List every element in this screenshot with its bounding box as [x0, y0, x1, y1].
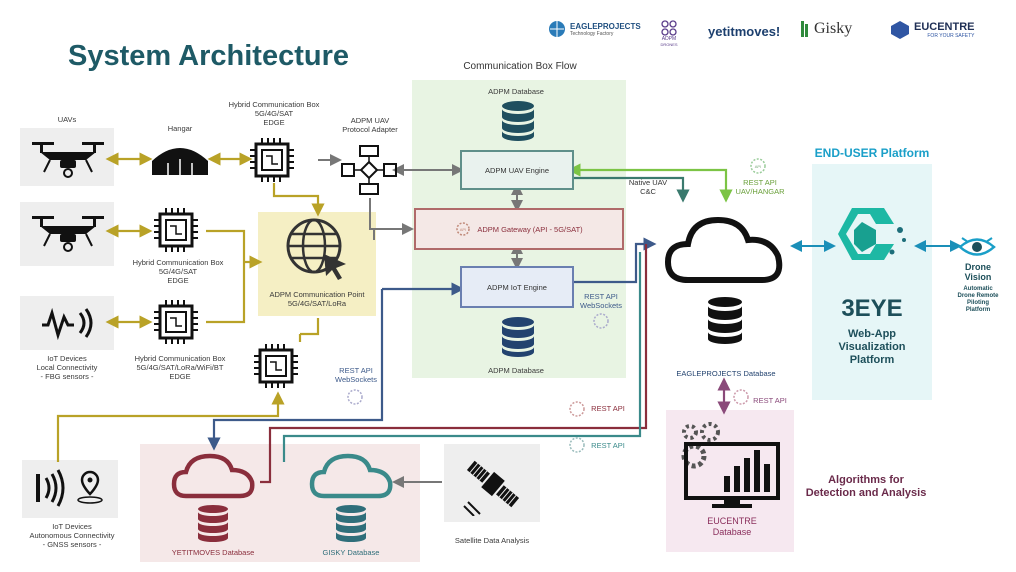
yetitmoves-logo: yetitmoves!	[708, 24, 781, 39]
api-gear-icon	[733, 389, 749, 405]
page-title: System Architecture	[68, 40, 349, 72]
satellite-label: Satellite Data Analysis	[454, 536, 530, 545]
uavs-label: UAVs	[57, 115, 77, 124]
drone-icon	[32, 142, 104, 178]
gisky-logo-icon	[801, 21, 808, 37]
iot-auto-label: IoT Devices Autonomous Connectivity - GN…	[29, 522, 115, 549]
globe-cursor-icon	[286, 218, 346, 280]
gateway-label: ADPM Gateway (API - 5G/SAT)	[477, 224, 583, 234]
gnss-sensor-icon	[36, 469, 103, 507]
cloud-icon	[664, 216, 783, 283]
iot-engine-box: ADPM IoT Engine	[460, 266, 574, 308]
rest-api-teal-label: REST API	[591, 441, 625, 450]
eucentre-logo-icon	[891, 21, 909, 39]
database-icon	[198, 505, 228, 542]
database-icon	[708, 297, 742, 344]
yetitmoves-db-label: YETITMOVES Database	[171, 548, 255, 557]
drone-vision-label: Drone Vision	[964, 262, 992, 282]
comm-point-label: ADPM Communication Point 5G/4G/SAT/LoRa	[269, 290, 365, 308]
hybrid-bottom-label: Hybrid Communication Box 5G/4G/SAT/LoRa/…	[134, 354, 226, 381]
eucentre-db-label: EUCENTRE Database	[707, 516, 757, 537]
flowchart-icon	[341, 145, 397, 195]
api-gear-icon	[569, 437, 585, 453]
svg-text:API: API	[460, 227, 466, 232]
gisky-logo: Gisky	[800, 20, 852, 38]
chip-icon	[154, 208, 198, 252]
database-icon	[502, 101, 534, 141]
commbox-title: Communication Box Flow	[463, 61, 577, 72]
hybrid-top-label: Hybrid Communication Box 5G/4G/SAT EDGE	[228, 100, 320, 127]
rest-api-maroon-label: REST API	[591, 404, 625, 413]
hybrid-mid-label: Hybrid Communication Box 5G/4G/SAT EDGE	[132, 258, 224, 285]
globe-logo-icon	[549, 21, 565, 37]
eucentre-logo: EUCENTRE FOR YOUR SAFETY	[890, 20, 975, 40]
sensor-wave-icon	[42, 307, 93, 341]
eucentre-logo-sub: FOR YOUR SAFETY	[927, 33, 975, 39]
algorithms-label: Algorithms for Detection and Analysis	[805, 474, 927, 499]
rest-api-purple-label: REST API	[753, 396, 787, 405]
eagle-db-label: EAGLEPROJECTS Database	[676, 369, 776, 378]
chip-icon	[154, 300, 198, 344]
iot-local-label: IoT Devices Local Connectivity - FBG sen…	[36, 354, 98, 381]
3eye-name: 3EYE	[841, 295, 903, 322]
eagleprojects-logo: EAGLEPROJECTS Technology Factory	[548, 20, 641, 38]
api-gear-icon	[569, 401, 585, 417]
rest-api-ws-label: REST API WebSockets	[580, 292, 622, 310]
rest-api-uav-label: REST API UAV/HANGAR	[735, 178, 785, 196]
adpm-db-top-label: ADPM Database	[488, 87, 544, 96]
api-gear-icon: API	[750, 158, 766, 174]
database-icon	[336, 505, 366, 542]
cloud-icon	[171, 453, 255, 499]
adpm-logo-sub: DRONES	[660, 42, 678, 47]
3eye-subtitle: Web-App Visualization Platform	[838, 328, 906, 366]
drone-vision-eye-icon	[958, 237, 996, 256]
adpm-logo: ADPM DRONES	[660, 20, 678, 47]
cloud-icon	[309, 453, 393, 499]
drone-icon	[32, 216, 104, 252]
native-uav-label: Native UAV C&C	[628, 178, 668, 196]
adapter-label: ADPM UAV Protocol Adapter	[342, 116, 398, 134]
satellite-icon	[463, 460, 520, 516]
chip-icon	[250, 138, 294, 182]
rest-api-ws-left-label: REST API WebSockets	[335, 366, 377, 384]
gisky-logo-text: Gisky	[814, 20, 853, 37]
database-icon	[502, 317, 534, 357]
gisky-db-label: GISKY Database	[322, 548, 380, 557]
monitor-analytics-icon	[681, 422, 780, 508]
uav-engine-box: ADPM UAV Engine	[460, 150, 574, 190]
eucentre-logo-text: EUCENTRE	[914, 21, 975, 33]
adpm-db-bottom-label: ADPM Database	[488, 366, 544, 375]
adpm-logo-icon	[661, 20, 677, 36]
end-user-panel	[812, 164, 932, 400]
hangar-label: Hangar	[167, 124, 193, 133]
end-user-title: END-USER Platform	[814, 146, 930, 160]
api-gear-icon: API	[456, 222, 471, 236]
hangar-icon	[152, 148, 208, 175]
adpm-logo-text: ADPM	[661, 36, 677, 42]
drone-vision-sub: Automatic Drone Remote Piloting Platform	[957, 286, 999, 313]
gateway-box: API ADPM Gateway (API - 5G/SAT)	[414, 208, 624, 250]
eagleprojects-logo-text: EAGLEPROJECTS	[570, 21, 641, 31]
api-gear-icon	[347, 389, 363, 405]
chip-icon	[254, 344, 298, 388]
3eye-logo-icon	[838, 208, 906, 260]
api-gear-icon	[593, 313, 609, 329]
svg-text:API: API	[755, 164, 761, 169]
eagleprojects-logo-sub: Technology Factory	[570, 30, 614, 37]
